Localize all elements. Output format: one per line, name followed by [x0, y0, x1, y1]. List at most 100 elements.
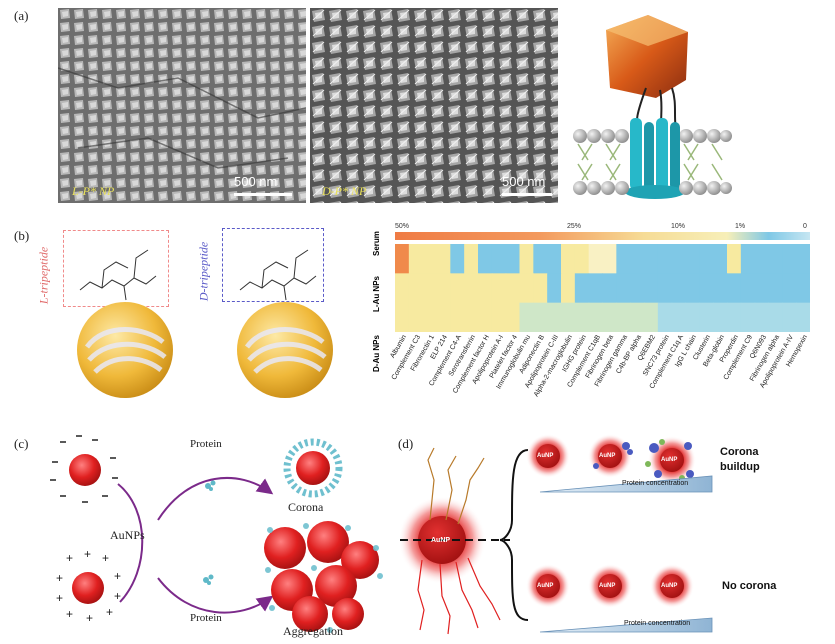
svg-text:+: + [102, 551, 109, 565]
heatmap-cell [657, 302, 673, 332]
svg-text:+: + [56, 571, 63, 585]
heatmap-cell [450, 273, 465, 304]
tripeptide-structures [79, 249, 317, 301]
scale-bar-left [234, 193, 292, 196]
heatmap-cell [630, 273, 645, 304]
sem-right-caption: D-P* NP [322, 184, 367, 198]
heatmap-cell [519, 244, 534, 274]
heatmap-cell [602, 244, 617, 274]
d-tripeptide-box [222, 228, 324, 302]
heatmap-cell [602, 273, 617, 304]
heatmap-cell [616, 244, 631, 274]
heatmap-cell [727, 273, 742, 304]
heatmap-cell [644, 273, 659, 304]
corona-label: Corona [288, 500, 324, 514]
heatmap-cell [561, 244, 576, 274]
heatmap-cell [574, 302, 590, 332]
heatmap-cell [422, 273, 437, 304]
panel-a-label: (a) [14, 8, 29, 23]
heatmap-cell [574, 273, 590, 304]
heatmap-cell [699, 273, 714, 304]
panel-b-label: (b) [14, 228, 30, 243]
svg-text:+: + [114, 569, 121, 583]
svg-text:+: + [86, 611, 93, 625]
panel-d-diagram [400, 434, 713, 635]
aunp-label-2: AuNP [599, 453, 616, 459]
row-label-serum: Serum [372, 231, 381, 256]
heatmap-cell [464, 273, 479, 304]
heatmap-cell [782, 302, 797, 332]
protein-conc-top: Protein concentration [622, 480, 689, 487]
heatmap-cell [478, 273, 493, 304]
sem-image-right: D-P* NP 500 nm [310, 8, 558, 203]
heatmap-cell [782, 273, 797, 304]
heatmap-cell [782, 244, 797, 274]
heatmap-cell [727, 244, 742, 274]
heatmap-cell [450, 302, 465, 332]
protein-conc-bottom: Protein concentration [624, 620, 691, 627]
scale-gradient [395, 232, 810, 240]
heatmap-cell [630, 302, 645, 332]
aunps-label: AuNPs [110, 528, 145, 542]
heatmap-cell [713, 302, 728, 332]
aunp-label-4: AuNP [537, 583, 554, 589]
heatmap-cell [464, 302, 479, 332]
heatmap-cell [796, 244, 810, 274]
heatmap-cell [547, 244, 562, 274]
aunp-label-6: AuNP [661, 583, 678, 589]
protein-icon-top [205, 480, 216, 491]
heatmap-cell [754, 244, 769, 274]
aunp-label-central: AuNP [431, 537, 451, 544]
sem-left-caption: L-P* NP [72, 184, 115, 198]
heatmap-cell [754, 302, 769, 332]
d-au-nanoparticle [237, 302, 333, 398]
heatmap-cell [588, 302, 603, 332]
protein-label-bottom: Protein [190, 612, 222, 624]
heatmap-cell [574, 244, 590, 274]
heatmap-cell [533, 273, 548, 304]
heatmap-cell [491, 244, 507, 274]
upper-ligands [427, 447, 485, 525]
svg-text:+: + [114, 589, 121, 603]
row-label-l-au: L-Au NPs [372, 276, 381, 312]
lipid-heads-bottom [573, 181, 732, 195]
aunps-bracket [117, 483, 144, 603]
heatmap-cell [408, 244, 424, 274]
heatmap-cell [796, 302, 810, 332]
heatmap-cell [519, 302, 534, 332]
heatmap-cell [450, 244, 465, 274]
lipid-tails [577, 143, 723, 181]
arrow-to-corona [157, 476, 274, 521]
lipid-heads-top [573, 129, 732, 143]
heatmap-cell [533, 302, 548, 332]
corona-row [526, 434, 713, 493]
heatmap-cell [464, 244, 479, 274]
panel-d-label: (d) [398, 436, 414, 451]
heatmap-cell [671, 244, 686, 274]
protein-icon-bottom [203, 574, 214, 585]
heatmap-cell [685, 244, 700, 274]
heatmap-cell [630, 244, 645, 274]
aggregation-label: Aggregation [283, 624, 343, 638]
heatmap-cell [505, 302, 520, 332]
heatmap-cell [602, 302, 617, 332]
conc-wedge-bottom [539, 617, 713, 633]
aunp-label-3: AuNP [661, 457, 678, 463]
heatmap-cell [519, 273, 534, 304]
scale-label-left: 500 nm [234, 174, 278, 189]
heatmap-scale: 50% 25% 10% 1% 0 [395, 223, 810, 240]
scale-tick-50: 50% [395, 223, 410, 230]
scale-tick-0: 0 [803, 223, 807, 230]
no-corona-label: No corona [722, 580, 777, 592]
lower-ligands [417, 557, 501, 635]
conc-wedge-top [539, 475, 713, 493]
heatmap-cell [408, 302, 424, 332]
heatmap-cell [713, 244, 728, 274]
heatmap-cell [561, 302, 576, 332]
heatmap-cell [547, 302, 562, 332]
heatmap-cell [740, 302, 756, 332]
membrane-illustration [573, 15, 732, 199]
heatmap-cell [491, 273, 507, 304]
aggregation-cluster [264, 521, 383, 633]
heatmap-cell [768, 302, 783, 332]
